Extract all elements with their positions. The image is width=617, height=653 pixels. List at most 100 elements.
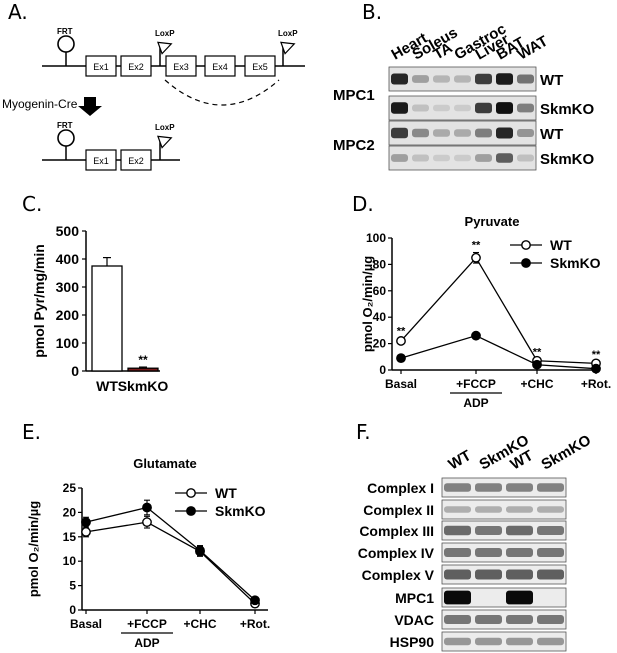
c-y-tick-label: 0: [71, 363, 79, 379]
panel-letter-e: E.: [22, 420, 41, 444]
blot-f-strip: [441, 542, 567, 563]
tissue-label: Liver: [473, 31, 513, 64]
blot-f-band: [475, 548, 502, 557]
frt-label-bottom: FRT: [57, 121, 73, 130]
blot-f-band: [506, 637, 533, 646]
d-series-line: [400, 334, 597, 370]
blot-f-band: [444, 483, 471, 492]
e-series-line: [85, 521, 256, 605]
blot-b-row-label: WT: [540, 72, 563, 89]
d-legend-label: WT: [550, 237, 572, 253]
blot-f-band: [537, 483, 564, 492]
blot-f-band: [475, 526, 502, 535]
d-x-tick-label: +FCCP: [456, 377, 496, 391]
blot-f-band: [475, 506, 502, 513]
panel-letter-a: A.: [8, 0, 28, 24]
blot-b-band: [412, 128, 429, 138]
loxp-flag-icon-1: [157, 41, 173, 55]
exon-box-top: [204, 55, 236, 77]
e-legend-marker: [186, 506, 196, 516]
blot-f-band: [537, 569, 564, 580]
blot-b-band: [391, 127, 408, 139]
blot-b-row-label: SkmKO: [540, 101, 595, 118]
e-x-tick-label: +CHC: [183, 617, 216, 631]
blot-f-band: [506, 506, 533, 513]
loxp-flag-icon-3: [157, 135, 173, 149]
d-data-point: [532, 359, 542, 370]
d-y-tick-label: 0: [379, 363, 386, 377]
e-y-tick-label: 25: [63, 481, 77, 495]
blot-b-strip: [388, 66, 537, 92]
frt-icon-bottom: [57, 129, 75, 147]
blot-f-band: [475, 483, 502, 492]
exon-box-bottom: [85, 149, 117, 171]
panel-letter-f: F.: [356, 420, 371, 444]
d-significance-label: **: [472, 240, 481, 252]
d-significance-label: **: [533, 346, 542, 358]
exon-label-top: Ex1: [93, 62, 109, 72]
blot-f-band: [506, 590, 533, 605]
blot-b-band: [391, 154, 408, 162]
tissue-label: BAT: [494, 34, 528, 64]
blot-f-band: [475, 569, 502, 580]
loxp-flag-icon-2: [280, 41, 296, 55]
blot-f-strip: [441, 631, 567, 652]
blot-f-band: [506, 569, 533, 580]
blot-f-band: [537, 548, 564, 557]
blot-f-strip: [441, 477, 567, 498]
blot-b-band: [496, 127, 513, 139]
exon-box-top: [120, 55, 152, 77]
blot-f-band: [475, 615, 502, 624]
e-data-point: [142, 502, 152, 513]
blot-f-band: [444, 637, 471, 646]
e-chart-title: Glutamate: [133, 456, 197, 471]
d-y-axis-label: pmol O₂/min/µg: [360, 256, 375, 352]
e-data-point: [81, 517, 91, 528]
blot-b-band: [454, 75, 471, 83]
blot-b-row-label: SkmKO: [540, 151, 595, 168]
e-x-tick-label: +Rot.: [240, 617, 270, 631]
blot-f-band: [444, 506, 471, 513]
d-data-point: [396, 353, 406, 364]
loxp-label-2: LoxP: [278, 29, 298, 38]
d-legend-marker: [521, 240, 531, 250]
blot-f-band: [444, 590, 471, 605]
exon-label-top: Ex5: [252, 62, 268, 72]
down-arrow-icon: [78, 97, 102, 116]
c-y-axis-label: pmol Pyr/mg/min: [31, 244, 47, 358]
c-bar: [91, 265, 123, 372]
blot-b-strip: [388, 95, 537, 121]
tissue-label: Heart: [389, 30, 431, 64]
c-y-tick-label: 100: [56, 335, 80, 351]
exon-label-top: Ex3: [173, 62, 189, 72]
blot-f-strip: [441, 520, 567, 541]
tissue-label: WAT: [515, 33, 551, 64]
exon-box-top: [85, 55, 117, 77]
blot-f-column-label: WT: [508, 447, 537, 473]
d-legend-label: SkmKO: [550, 255, 601, 271]
d-chart-title: Pyruvate: [465, 214, 520, 229]
recombination-arc: [164, 79, 280, 106]
blot-b-band: [454, 129, 471, 137]
c-y-tick-label: 400: [56, 251, 80, 267]
d-x-tick-label: +CHC: [520, 377, 553, 391]
blot-b-band: [391, 102, 408, 114]
e-data-point: [142, 517, 152, 528]
d-data-point: [532, 355, 542, 366]
cre-label: Myogenin-Cre: [2, 97, 78, 111]
blot-f-row-label: Complex IV: [358, 545, 435, 561]
d-significance-label: **: [592, 349, 601, 361]
loxp-label-3: LoxP: [155, 123, 175, 132]
d-data-point: [591, 358, 601, 369]
blot-b-band: [475, 73, 492, 85]
c-y-tick-label: 500: [56, 223, 80, 239]
e-legend-marker: [186, 488, 196, 498]
d-y-tick-label: 60: [373, 284, 387, 298]
d-data-point: [471, 330, 481, 341]
exon-label-top: Ex4: [212, 62, 228, 72]
blot-b-band: [433, 104, 450, 112]
d-x-tick-label: Basal: [385, 377, 417, 391]
blot-b-strip: [388, 145, 537, 171]
